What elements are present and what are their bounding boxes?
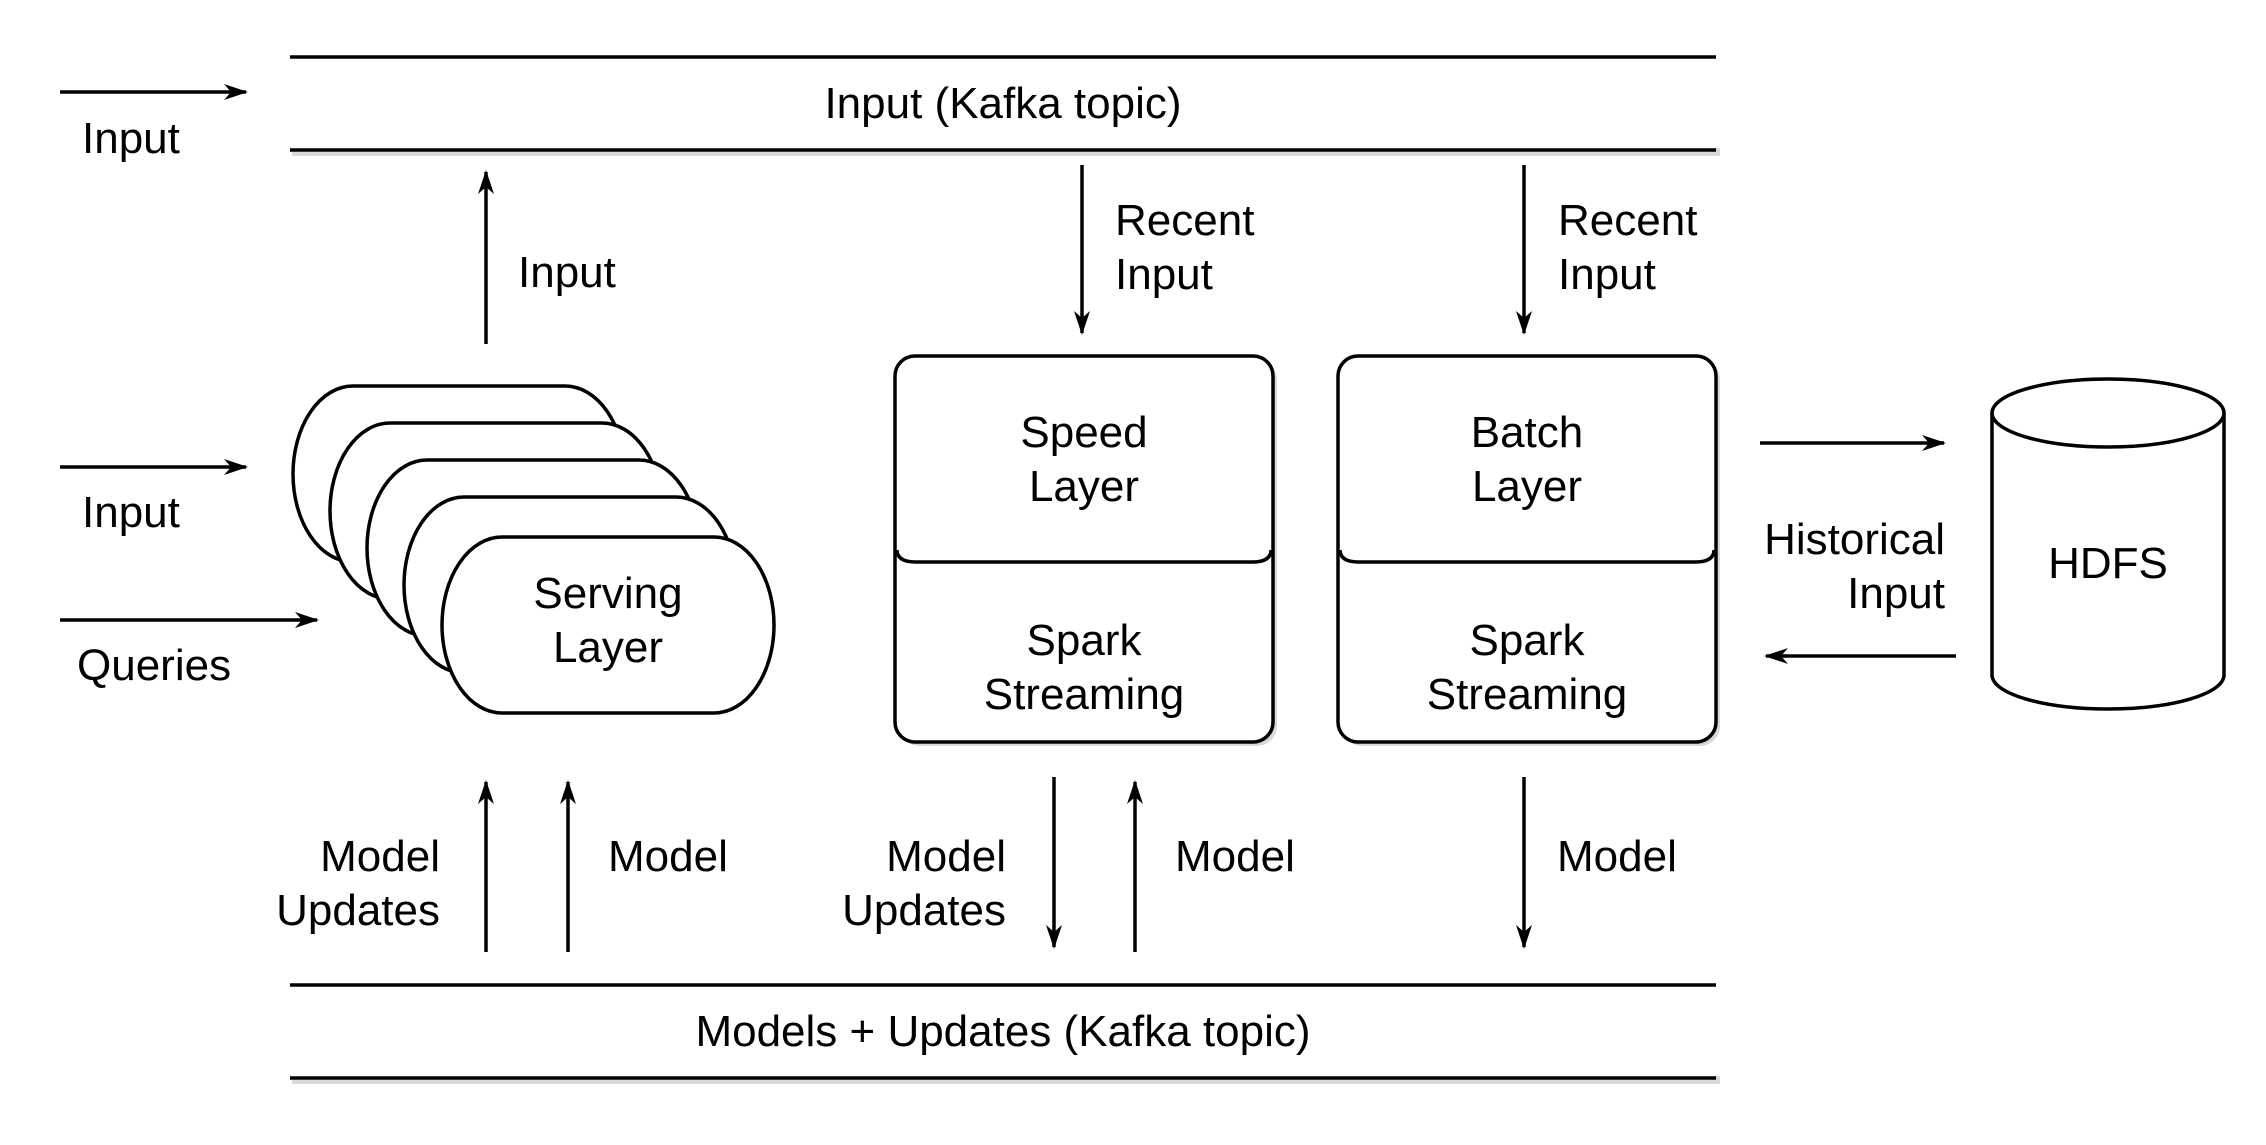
- batch-recent-label-line2: Input: [1558, 250, 1656, 299]
- input-mid-left-label: Input: [82, 488, 180, 537]
- batch-spark-label-line2: Streaming: [1427, 670, 1628, 719]
- speed-layer-label-line2: Layer: [1029, 462, 1139, 511]
- input-topic-label: Input (Kafka topic): [824, 79, 1181, 128]
- serving-to-input-label: Input: [518, 248, 616, 297]
- batch-spark-label-line1: Spark: [1470, 616, 1586, 665]
- edge-labels: Input Input Queries Input Recent Input R…: [77, 114, 1945, 935]
- speed-spark-label-line1: Spark: [1027, 616, 1143, 665]
- serving-layer-label-line1: Serving: [533, 569, 682, 618]
- models-topic-label: Models + Updates (Kafka topic): [695, 1007, 1310, 1056]
- speed-recent-label-line2: Input: [1115, 250, 1213, 299]
- input-top-left-label: Input: [82, 114, 180, 163]
- historical-input-label-line1: Historical: [1764, 515, 1945, 564]
- speed-model-updates-label-line1: Model: [886, 832, 1006, 881]
- speed-spark-label-line2: Streaming: [984, 670, 1185, 719]
- batch-layer: Batch Layer Spark Streaming: [1336, 354, 1720, 746]
- queries-label: Queries: [77, 641, 231, 690]
- speed-model-label: Model: [1175, 832, 1295, 881]
- hdfs-label: HDFS: [2048, 539, 2168, 588]
- serving-model-label: Model: [608, 832, 728, 881]
- historical-input-label-line2: Input: [1847, 569, 1945, 618]
- models-kafka-topic: Models + Updates (Kafka topic): [290, 983, 1720, 1084]
- serving-model-updates-label-line1: Model: [320, 832, 440, 881]
- batch-layer-label-line1: Batch: [1471, 408, 1584, 457]
- speed-layer-label-line1: Speed: [1020, 408, 1147, 457]
- batch-recent-label-line1: Recent: [1558, 196, 1697, 245]
- serving-layer-label-line2: Layer: [553, 623, 663, 672]
- serving-layer: Serving Layer: [291, 384, 776, 715]
- input-kafka-topic: Input (Kafka topic): [290, 55, 1720, 156]
- arrows: [60, 84, 1956, 952]
- hdfs-cylinder: HDFS: [1990, 377, 2226, 711]
- speed-model-updates-label-line2: Updates: [842, 886, 1006, 935]
- serving-model-updates-label-line2: Updates: [276, 886, 440, 935]
- batch-layer-label-line2: Layer: [1472, 462, 1582, 511]
- batch-model-label: Model: [1557, 832, 1677, 881]
- speed-layer: Speed Layer Spark Streaming: [893, 354, 1277, 746]
- speed-recent-label-line1: Recent: [1115, 196, 1254, 245]
